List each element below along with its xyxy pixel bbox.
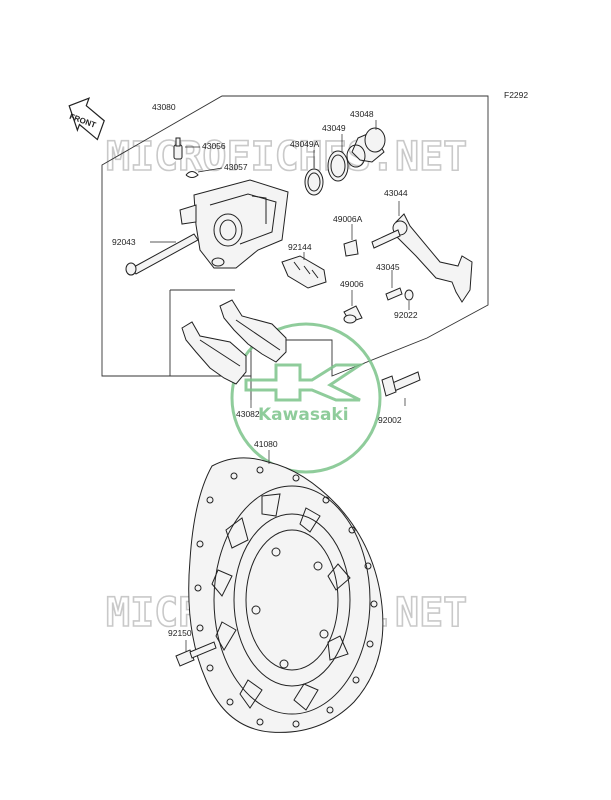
watermark-text-top: MICROFICHES.NET: [106, 134, 467, 180]
caliper-bracket-43044: [371, 213, 473, 303]
label-43049a: 43049A: [290, 139, 320, 149]
label-43048: 43048: [350, 109, 374, 119]
label-41080: 41080: [254, 439, 278, 449]
label-43080: 43080: [152, 102, 176, 112]
label-43044: 43044: [384, 188, 408, 198]
label-49006a: 49006A: [333, 214, 363, 224]
disc-bolt-92150: [175, 641, 217, 667]
piston-seal-43049a: [304, 168, 324, 196]
label-43049: 43049: [322, 123, 346, 133]
label-92144: 92144: [288, 242, 312, 252]
part-labels: 43080 43056 43057 43048 43049 43049A 430…: [112, 102, 418, 638]
label-43082: 43082: [236, 409, 260, 419]
kawasaki-logo: Kawasaki: [230, 322, 382, 474]
pad-spring-43057: [185, 171, 199, 178]
label-43045: 43045: [376, 262, 400, 272]
boot-49006: [343, 305, 363, 324]
bolt-92002: [381, 371, 421, 397]
brake-pads-43082: [181, 299, 287, 385]
label-92150: 92150: [168, 628, 192, 638]
caliper-body: [179, 179, 289, 269]
piston-43048: [346, 127, 386, 168]
dust-seal-43049: [327, 150, 349, 182]
label-49006: 49006: [340, 279, 364, 289]
label-92002: 92002: [378, 415, 402, 425]
front-arrow-icon: FRONT: [68, 97, 105, 141]
boot-49006a: [343, 239, 359, 257]
brake-disc-41080: [188, 457, 384, 733]
leader-lines: [150, 120, 410, 652]
label-43057: 43057: [224, 162, 248, 172]
o-ring-92022: [404, 289, 414, 301]
diagram-code: F2292: [504, 90, 528, 100]
caliper-assembly-frame: [101, 95, 489, 377]
pin-bolt-92043: [125, 233, 199, 276]
kawasaki-logo-text: Kawasaki: [258, 405, 349, 425]
sleeve-43045: [385, 287, 403, 301]
label-43056: 43056: [202, 141, 226, 151]
label-92022: 92022: [394, 310, 418, 320]
label-92043: 92043: [112, 237, 136, 247]
pad-spring-92144: [281, 255, 327, 289]
bleeder-valve-43056: [173, 137, 183, 160]
